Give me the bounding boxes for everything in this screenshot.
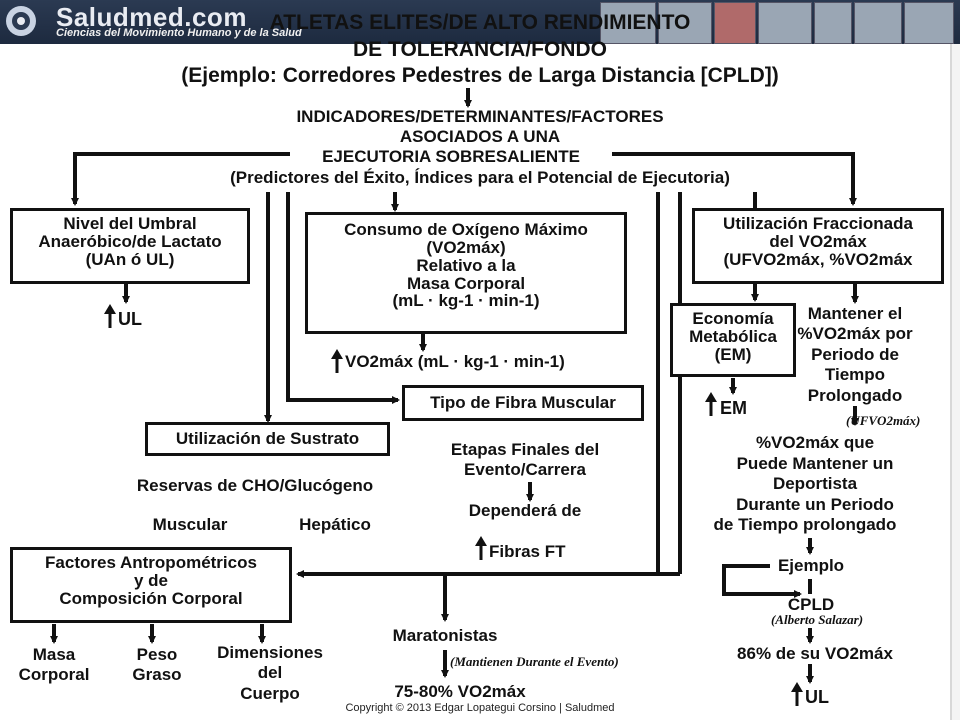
fraccionada-def-4: Durante un Periodo: [736, 495, 894, 514]
umbral-line-2: Anaeróbico/de Lactato: [38, 231, 222, 251]
runner-name: (Alberto Salazar): [770, 612, 864, 627]
hepatico-label: Hepático: [299, 515, 371, 534]
ejemplo-label: Ejemplo: [777, 556, 845, 575]
peso-line-1: Peso: [136, 645, 178, 664]
fraccionada-box: Utilización Fraccionada del VO2máx (UFVO…: [692, 208, 944, 284]
sustrato-box: Utilización de Sustrato: [145, 422, 390, 456]
sustrato-label: Utilización de Sustrato: [175, 429, 360, 448]
center-line-2: ASOCIADOS A UNA: [399, 127, 561, 146]
vo2max-line-3: Relativo a la: [416, 255, 516, 275]
antropo-line-3: Composición Corporal: [59, 588, 243, 608]
header-photo: [758, 2, 812, 44]
fraccionada-result-5: Prolongado: [807, 386, 903, 405]
percent-label: 86% de su VO2máx: [737, 644, 893, 663]
umbral-box: Nivel del Umbral Anaeróbico/de Lactato (…: [10, 208, 250, 284]
economia-box: Economía Metabólica (EM): [670, 303, 796, 377]
title-line-2: DE TOLERANCIA/FONDO: [353, 38, 607, 61]
fraccionada-line-2: del VO2máx: [769, 231, 867, 251]
fraccionada-def-5: de Tiempo prolongado: [713, 515, 897, 534]
fraccionada-line-3: (UFVO2máx, %VO2máx: [723, 249, 913, 269]
antropo-line-1: Factores Antropométricos: [45, 553, 257, 572]
umbral-result: UL: [118, 309, 142, 329]
logo-icon: [6, 6, 36, 36]
title-line-1: ATLETAS ELITES/DE ALTO RENDIMIENTO: [269, 11, 691, 34]
header-photo: [904, 2, 954, 44]
fraccionada-result-2: %VO2máx por: [797, 324, 913, 343]
reservas-label: Reservas de CHO/Glucógeno: [136, 476, 374, 495]
fraccionada-def-2: Puede Mantener un: [736, 454, 894, 473]
maratonistas-result: 75-80% VO2máx: [394, 682, 526, 701]
umbral-line-1: Nivel del Umbral: [63, 214, 197, 233]
header-photo: [658, 2, 712, 44]
fibra-line-2: Evento/Carrera: [464, 460, 586, 479]
fraccionada-result-3: Periodo de: [811, 345, 899, 364]
dim-line-1: Dimensiones: [217, 643, 323, 662]
maratonistas-label: Maratonistas: [392, 626, 498, 645]
fraccionada-ul: UL: [805, 687, 829, 707]
fraccionada-result-4: Tiempo: [824, 365, 886, 384]
copyright: Copyright © 2013 Edgar Lopategui Corsino…: [345, 702, 615, 714]
economia-result: EM: [720, 398, 747, 418]
site-header: Saludmed.com Ciencias del Movimiento Hum…: [0, 0, 960, 44]
maratonistas-note: (Mantienen Durante el Evento): [450, 654, 619, 669]
fibra-box: Tipo de Fibra Muscular: [402, 385, 644, 421]
fraccionada-def-3: Deportista: [772, 474, 858, 493]
slide-border: [950, 44, 960, 720]
fraccionada-result-1: Mantener el: [807, 304, 903, 323]
economia-line-3: (EM): [714, 344, 752, 364]
fraccionada-abbr: (UFVO2máx): [846, 413, 921, 428]
header-photo: [600, 2, 656, 44]
fraccionada-line-1: Utilización Fraccionada: [723, 214, 913, 233]
vo2max-box: Consumo de Oxígeno Máximo (VO2máx) Relat…: [305, 212, 627, 334]
header-photo: [814, 2, 852, 44]
title-line-3: (Ejemplo: Corredores Pedestres de Larga …: [181, 64, 779, 87]
antropo-box: Factores Antropométricos y de Composició…: [10, 547, 292, 623]
fibra-line-1: Etapas Finales del: [450, 440, 600, 459]
muscular-label: Muscular: [152, 515, 228, 534]
fibra-label: Tipo de Fibra Muscular: [430, 393, 616, 412]
umbral-line-3: (UAn ó UL): [85, 249, 175, 269]
logo-subtitle: Ciencias del Movimiento Humano y de la S…: [56, 27, 302, 39]
antropo-line-2: y de: [133, 570, 169, 590]
center-line-1: INDICADORES/DETERMINANTES/FACTORES: [296, 107, 664, 126]
masa-line-2: Corporal: [18, 665, 90, 684]
vo2max-result: VO2máx (mL · kg-1 · min-1): [345, 352, 565, 371]
fraccionada-def-1: %VO2máx que: [755, 433, 875, 452]
fibra-line-3: Dependerá de: [468, 501, 582, 520]
dim-line-3: Cuerpo: [240, 684, 300, 703]
vo2max-line-5: (mL · kg-1 · min-1): [392, 291, 540, 311]
logo-text: Saludmed.com: [56, 2, 247, 32]
economia-line-2: Metabólica: [689, 326, 777, 346]
peso-line-2: Graso: [132, 665, 182, 684]
vo2max-line-2: (VO2máx): [426, 237, 506, 257]
fibra-result: Fibras FT: [489, 542, 566, 561]
center-line-4: (Predictores del Éxito, Índices para el …: [230, 168, 730, 187]
header-photo: [714, 2, 756, 44]
header-photo: [854, 2, 902, 44]
center-line-3: EJECUTORIA SOBRESALIENTE: [290, 148, 612, 166]
economia-line-1: Economía: [692, 309, 774, 328]
vo2max-line-1: Consumo de Oxígeno Máximo: [344, 220, 588, 239]
cpld-label: CPLD: [787, 595, 835, 614]
dim-line-2: del: [257, 663, 283, 682]
vo2max-line-4: Masa Corporal: [406, 273, 526, 293]
masa-line-1: Masa: [32, 645, 76, 664]
